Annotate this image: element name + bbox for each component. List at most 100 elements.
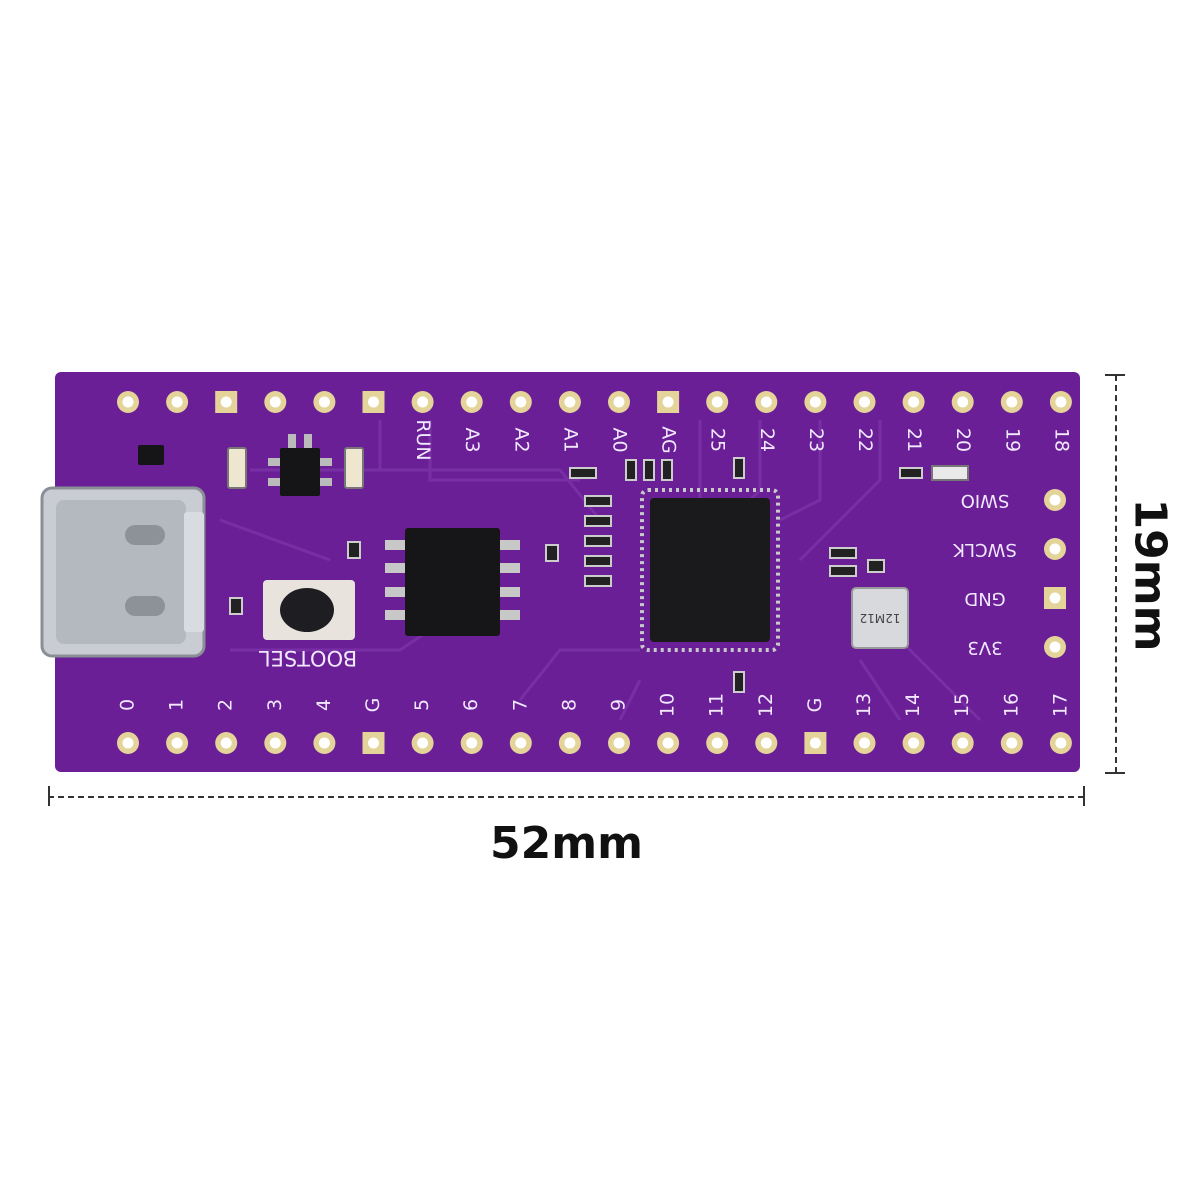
top-pad-hole — [711, 396, 723, 408]
bottom-pad-hole — [122, 737, 134, 749]
flash-chip — [385, 528, 520, 636]
height-dimension-line — [1115, 375, 1117, 773]
bottom-pin-label: 8 — [558, 699, 580, 711]
top-pin-label: 21 — [903, 428, 925, 452]
top-pin-label: 22 — [854, 428, 876, 452]
top-pad-hole — [613, 396, 625, 408]
side-pad-hole — [1049, 592, 1061, 604]
bottom-pin-label: 14 — [902, 693, 924, 717]
top-pin-label: 25 — [707, 428, 729, 452]
bottom-pad-hole — [957, 737, 969, 749]
top-pin-label: 18 — [1050, 428, 1072, 452]
bottom-pad-hole — [269, 737, 281, 749]
bottom-pin-label: 13 — [853, 693, 875, 717]
bottom-pad-hole — [220, 737, 232, 749]
top-pad-hole — [662, 396, 674, 408]
bottom-pad-hole — [515, 737, 527, 749]
top-pin-header — [117, 391, 1072, 413]
top-pad-hole — [859, 396, 870, 408]
top-pin-label: A3 — [461, 427, 483, 452]
side-pad-hole — [1049, 494, 1061, 506]
bootsel-button — [263, 580, 355, 640]
top-pin-label: RUN — [412, 419, 434, 460]
top-pad-hole — [220, 396, 232, 408]
bottom-pad-hole — [613, 737, 625, 749]
bottom-pin-label: 15 — [951, 693, 973, 717]
top-pad-hole — [760, 396, 772, 408]
height-tick-top — [1105, 374, 1125, 376]
top-pad-hole — [957, 396, 969, 408]
top-pin-label: 20 — [952, 428, 974, 452]
top-pad-hole — [515, 396, 527, 408]
bottom-pin-label: 6 — [460, 699, 482, 711]
bottom-pad-hole — [859, 737, 870, 749]
top-pad-hole — [417, 396, 429, 408]
bottom-pin-label: 17 — [1049, 693, 1071, 717]
bottom-pin-label: 16 — [1000, 693, 1022, 717]
bottom-pin-label: 10 — [657, 693, 679, 717]
bottom-pad-hole — [809, 737, 821, 749]
top-pin-label: A0 — [609, 427, 631, 452]
bottom-pad-hole — [1006, 737, 1018, 749]
side-pin-header — [1044, 489, 1066, 658]
bottom-pin-label: G — [362, 698, 384, 713]
top-pad-hole — [1006, 396, 1018, 408]
top-pad-hole — [171, 396, 183, 408]
top-pad-hole — [368, 396, 379, 408]
bottom-pin-label: 7 — [509, 699, 531, 711]
top-pin-label: A1 — [559, 427, 581, 452]
bottom-pin-header — [117, 732, 1072, 754]
bottom-pad-hole — [662, 737, 674, 749]
bottom-pin-label: 2 — [215, 699, 237, 711]
top-pin-label: AG — [658, 426, 680, 453]
bottom-pad-hole — [908, 737, 920, 749]
bottom-pin-label: 0 — [117, 699, 139, 711]
regulator — [268, 434, 332, 496]
rp2040-chip — [640, 488, 780, 652]
svg-text:12M12: 12M12 — [860, 611, 901, 625]
top-pad-hole — [1055, 396, 1067, 408]
side-pin-label: SWCLK — [952, 539, 1017, 560]
bottom-pin-label: 11 — [706, 693, 728, 717]
top-pad-hole — [318, 396, 330, 408]
top-pad-hole — [122, 396, 134, 408]
bottom-pin-label: 1 — [166, 699, 188, 711]
width-dimension-line — [48, 796, 1084, 798]
width-label: 52mm — [490, 818, 643, 869]
bottom-pin-label: 9 — [608, 699, 630, 711]
height-tick-bottom — [1105, 772, 1125, 774]
bottom-pin-label: G — [804, 698, 826, 713]
bottom-pin-label: 12 — [755, 693, 777, 717]
side-pin-label: 3V3 — [967, 637, 1002, 658]
bottom-pin-label: 4 — [313, 699, 335, 711]
top-pin-label: A2 — [510, 427, 532, 452]
side-pad-hole — [1049, 543, 1061, 555]
bottom-pin-label: 5 — [411, 699, 433, 711]
side-pad-hole — [1049, 641, 1061, 653]
bottom-pad-hole — [171, 737, 183, 749]
top-pin-label: 24 — [756, 428, 778, 452]
width-tick-right — [1083, 786, 1085, 806]
bottom-pad-hole — [564, 737, 576, 749]
top-pad-hole — [564, 396, 576, 408]
top-pad-hole — [809, 396, 821, 408]
bootsel-label: BOOTSEL — [259, 646, 358, 670]
bottom-pad-hole — [466, 737, 478, 749]
bottom-pin-label: 3 — [264, 699, 286, 711]
height-label: 19mm — [1124, 498, 1176, 652]
crystal-oscillator: 12M12 — [851, 587, 909, 649]
top-pad-hole — [908, 396, 920, 408]
bottom-pad-hole — [318, 737, 330, 749]
bottom-pad-hole — [417, 737, 429, 749]
bottom-pad-hole — [368, 737, 379, 749]
top-pad-hole — [466, 396, 478, 408]
top-pin-label: 19 — [1001, 428, 1023, 452]
bottom-pad-hole — [760, 737, 772, 749]
usb-c-connector — [40, 486, 206, 658]
passives — [138, 445, 969, 693]
width-tick-left — [48, 786, 50, 806]
